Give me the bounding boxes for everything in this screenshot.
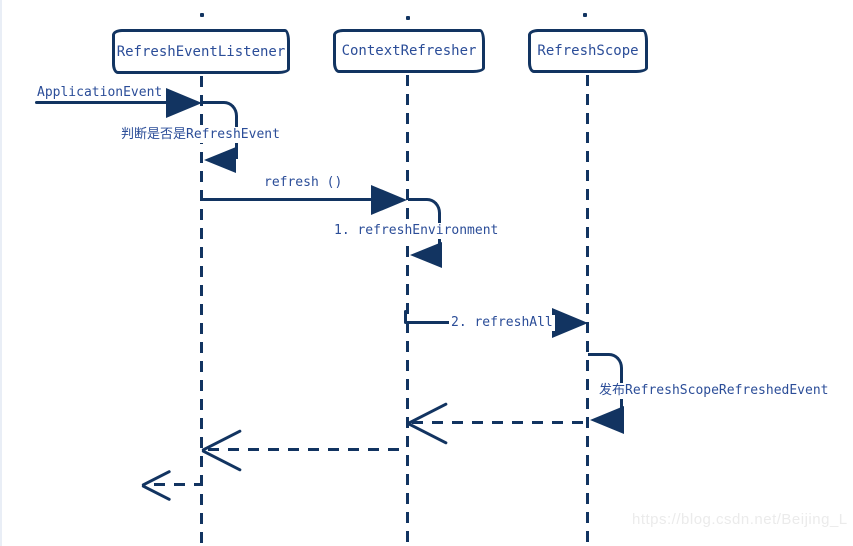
arrowhead-icon <box>204 147 236 173</box>
actor-label: ContextRefresher <box>341 43 477 59</box>
message-label-judge-refresh-event: 判断是否是RefreshEvent <box>119 127 282 143</box>
lifeline-top-dot <box>583 13 587 17</box>
page-edge <box>0 0 2 546</box>
lifeline-top-dot <box>200 13 204 17</box>
message-line-step <box>404 310 407 324</box>
lifeline-top-dot <box>406 16 410 20</box>
lifeline-refresh-event-listener <box>200 76 203 543</box>
actor-label: RefreshEventListener <box>116 43 286 60</box>
arrowhead-icon <box>166 88 202 118</box>
arrowhead-icon <box>590 406 624 434</box>
message-line-application-event <box>35 101 168 104</box>
message-label-publish-refreshed-event: 发布RefreshScopeRefreshedEvent <box>597 383 831 399</box>
message-label-refresh-environment: 1. refreshEnvironment <box>332 223 501 239</box>
watermark-text: https://blog.csdn.net/Beijing_L <box>632 511 848 528</box>
actor-box-refresh-scope: RefreshScope <box>528 29 648 73</box>
return-line-scope-to-refresher <box>412 421 588 424</box>
actor-box-refresh-event-listener: RefreshEventListener <box>112 29 290 74</box>
return-line-refresher-to-listener <box>208 448 408 451</box>
lifeline-context-refresher <box>406 75 409 543</box>
message-label-refresh-call: refresh () <box>262 175 345 191</box>
arrowhead-icon <box>371 185 407 215</box>
return-line-listener-to-caller <box>154 483 201 486</box>
message-line-refresh-call <box>202 198 372 201</box>
message-label-refresh-all: 2. refreshAll <box>449 315 555 331</box>
arrowhead-icon <box>410 242 442 268</box>
actor-box-context-refresher: ContextRefresher <box>333 29 485 73</box>
arrowhead-icon <box>552 308 588 338</box>
message-label-application-event: ApplicationEvent <box>35 85 165 101</box>
actor-label: RefreshScope <box>537 43 639 59</box>
